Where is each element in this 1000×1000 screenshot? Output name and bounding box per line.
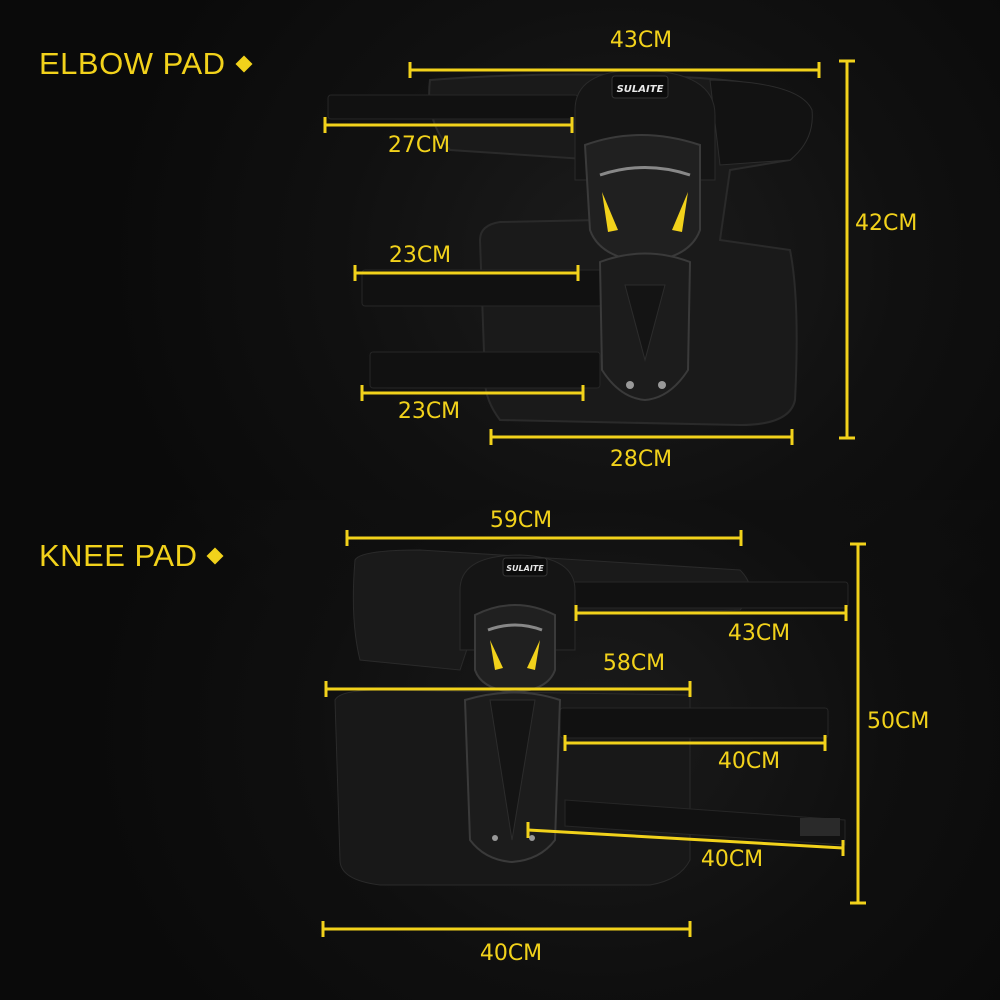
knee-pad-title: KNEE PAD bbox=[39, 538, 224, 574]
elbow-dimension-lines bbox=[323, 59, 855, 445]
brand-label-knee: SULAITE bbox=[506, 564, 544, 573]
knee-height-label: 50CM bbox=[867, 709, 930, 734]
elbow-upper-strap-label: 27CM bbox=[387, 133, 451, 158]
knee-bottom-width-label: 40CM bbox=[479, 941, 543, 966]
knee-middle-strap-label: 40CM bbox=[717, 749, 781, 774]
elbow-pad-illustration: SULAITE bbox=[327, 69, 813, 427]
knee-pad-illustration: SULAITE bbox=[334, 549, 849, 886]
knee-upper-strap-label: 43CM bbox=[727, 621, 791, 646]
knee-middle-width-label: 58CM bbox=[602, 651, 666, 676]
elbow-middle-strap-label: 23CM bbox=[388, 243, 452, 268]
elbow-height-label: 42CM bbox=[855, 211, 918, 236]
diamond-icon bbox=[235, 55, 253, 73]
knee-top-width-label: 59CM bbox=[489, 508, 553, 533]
brand-label: SULAITE bbox=[617, 84, 664, 95]
elbow-lower-strap-label: 23CM bbox=[397, 399, 461, 424]
diamond-icon bbox=[206, 547, 224, 565]
knee-dimension-lines bbox=[321, 530, 866, 937]
elbow-top-width-label: 43CM bbox=[609, 28, 673, 53]
elbow-bottom-width-label: 28CM bbox=[609, 447, 673, 472]
knee-lower-strap-label: 40CM bbox=[700, 847, 764, 872]
elbow-pad-title: ELBOW PAD bbox=[39, 46, 253, 82]
